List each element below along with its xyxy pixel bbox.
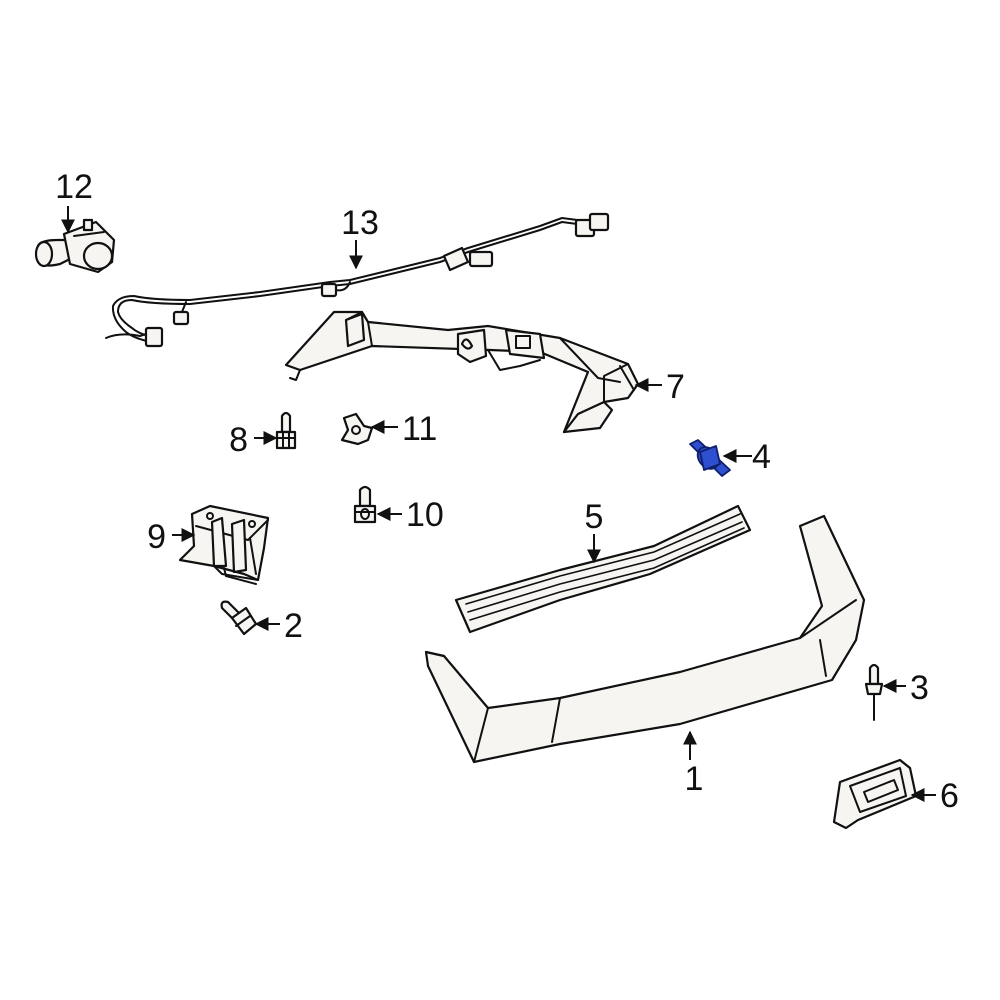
part-11-clip[interactable]	[340, 412, 374, 446]
part-2-bolt[interactable]	[220, 600, 258, 636]
callout-3: 3	[910, 669, 929, 707]
callout-13: 13	[341, 204, 379, 242]
callout-9: 9	[147, 518, 166, 556]
part-10-bolt[interactable]	[353, 485, 377, 524]
leader-lines	[61, 206, 936, 802]
callout-6: 6	[940, 777, 959, 815]
part-8-bolt[interactable]	[275, 411, 297, 450]
callout-10: 10	[406, 496, 444, 534]
callout-2: 2	[284, 607, 303, 645]
part-4-clip[interactable]	[689, 439, 731, 477]
part-7-bumper-reinforcement[interactable]	[284, 310, 640, 434]
callout-12: 12	[55, 168, 93, 206]
callout-11: 11	[402, 410, 437, 448]
part-6-pad[interactable]	[832, 758, 918, 830]
callout-1: 1	[685, 760, 704, 798]
part-9-mounting-bracket[interactable]	[178, 504, 270, 585]
callout-labels: 1 2 3 4 5 6 7 8 9 10 11 12 13	[55, 168, 959, 815]
part-3-rivet[interactable]	[864, 663, 884, 721]
part-1-bumper-cover[interactable]	[424, 514, 866, 764]
callout-4: 4	[752, 438, 771, 476]
callout-7: 7	[666, 368, 685, 406]
part-13-wiring-harness[interactable]	[105, 212, 610, 348]
callout-8: 8	[229, 421, 248, 459]
part-12-parking-sensor[interactable]	[34, 218, 116, 274]
callout-5: 5	[585, 498, 604, 536]
